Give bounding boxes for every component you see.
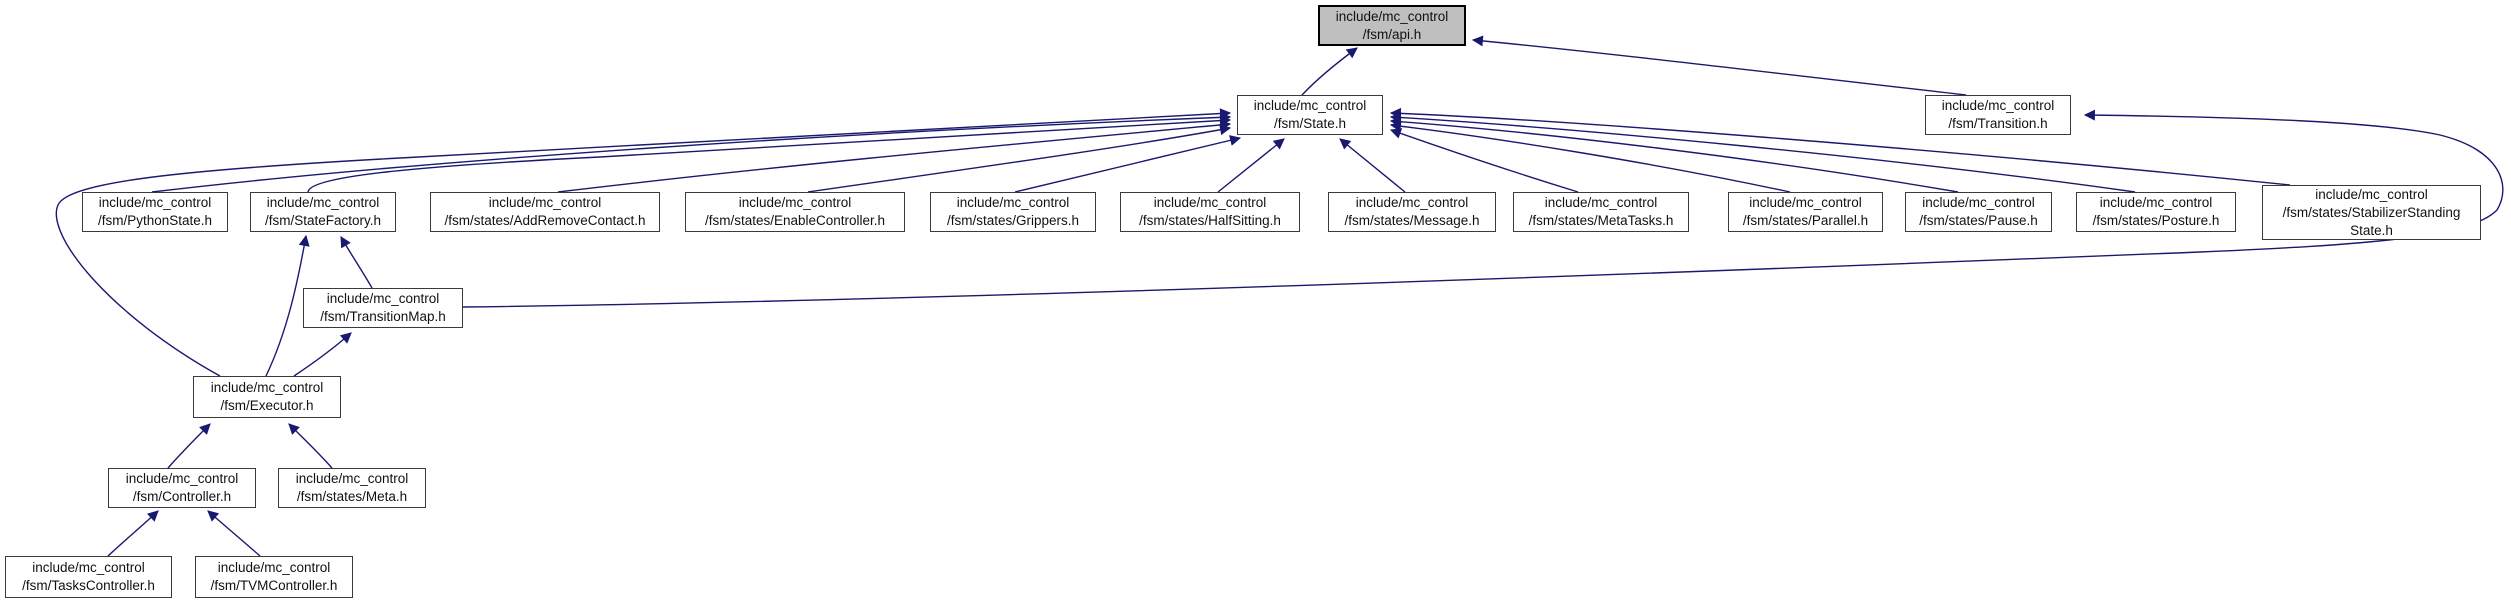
edge-executor-to-transitionmap <box>293 332 352 377</box>
edge-executor-to-statefactory <box>265 234 310 377</box>
edge-parallel-to-state <box>1389 120 1791 193</box>
edge-taskscontroller-to-controller <box>107 510 159 557</box>
edge-stabilizerstandingstate-to-state <box>1389 107 2291 186</box>
node-executor-h[interactable]: include/mc_control /fsm/Executor.h <box>193 376 341 418</box>
node-tvmcontroller-h[interactable]: include/mc_control /fsm/TVMController.h <box>195 556 353 598</box>
edge-tvmcontroller-to-controller <box>207 510 261 557</box>
edge-posture-to-state <box>1389 112 2136 193</box>
edge-pause-to-state <box>1389 116 1959 193</box>
edge-addremovecontact-to-state <box>557 119 1232 193</box>
node-metatasks-h[interactable]: include/mc_control /fsm/states/MetaTasks… <box>1513 192 1689 232</box>
edge-meta-to-executor <box>288 423 333 469</box>
edge-metatasks-to-state <box>1389 128 1579 193</box>
node-posture-h[interactable]: include/mc_control /fsm/states/Posture.h <box>2076 192 2236 232</box>
node-stabilizerstandingstate-h[interactable]: include/mc_control /fsm/states/Stabilize… <box>2262 185 2481 240</box>
node-addremovecontact-h[interactable]: include/mc_control /fsm/states/AddRemove… <box>430 192 660 232</box>
edge-halfsitting-to-state <box>1217 138 1285 193</box>
edge-grippers-to-state <box>1014 135 1242 193</box>
edge-transitionmap-to-statefactory <box>340 236 373 289</box>
node-message-h[interactable]: include/mc_control /fsm/states/Message.h <box>1328 192 1496 232</box>
node-transitionmap-h[interactable]: include/mc_control /fsm/TransitionMap.h <box>303 288 463 328</box>
node-pythonstate-h[interactable]: include/mc_control /fsm/PythonState.h <box>82 192 228 232</box>
node-taskscontroller-h[interactable]: include/mc_control /fsm/TasksController.… <box>5 556 172 598</box>
edge-pythonstate-to-state <box>151 111 1232 193</box>
node-state-h[interactable]: include/mc_control /fsm/State.h <box>1237 95 1383 135</box>
node-controller-h[interactable]: include/mc_control /fsm/Controller.h <box>108 468 256 508</box>
node-transition-h[interactable]: include/mc_control /fsm/Transition.h <box>1925 95 2071 135</box>
edge-transitionmap-to-transition <box>462 109 2504 308</box>
node-statefactory-h[interactable]: include/mc_control /fsm/StateFactory.h <box>250 192 396 232</box>
node-parallel-h[interactable]: include/mc_control /fsm/states/Parallel.… <box>1728 192 1883 232</box>
node-api-h: include/mc_control /fsm/api.h <box>1318 5 1466 46</box>
node-enablecontroller-h[interactable]: include/mc_control /fsm/states/EnableCon… <box>685 192 905 232</box>
node-pause-h[interactable]: include/mc_control /fsm/states/Pause.h <box>1905 192 2052 232</box>
edge-executor-to-state <box>55 108 1232 377</box>
node-meta-h[interactable]: include/mc_control /fsm/states/Meta.h <box>278 468 426 508</box>
edge-state-to-api <box>1301 47 1358 96</box>
edge-enablecontroller-to-state <box>807 124 1232 193</box>
edge-transition-to-api <box>1471 35 1967 96</box>
edge-message-to-state <box>1339 138 1406 193</box>
edge-controller-to-executor <box>167 423 211 469</box>
node-grippers-h[interactable]: include/mc_control /fsm/states/Grippers.… <box>930 192 1096 232</box>
node-halfsitting-h[interactable]: include/mc_control /fsm/states/HalfSitti… <box>1120 192 1300 232</box>
